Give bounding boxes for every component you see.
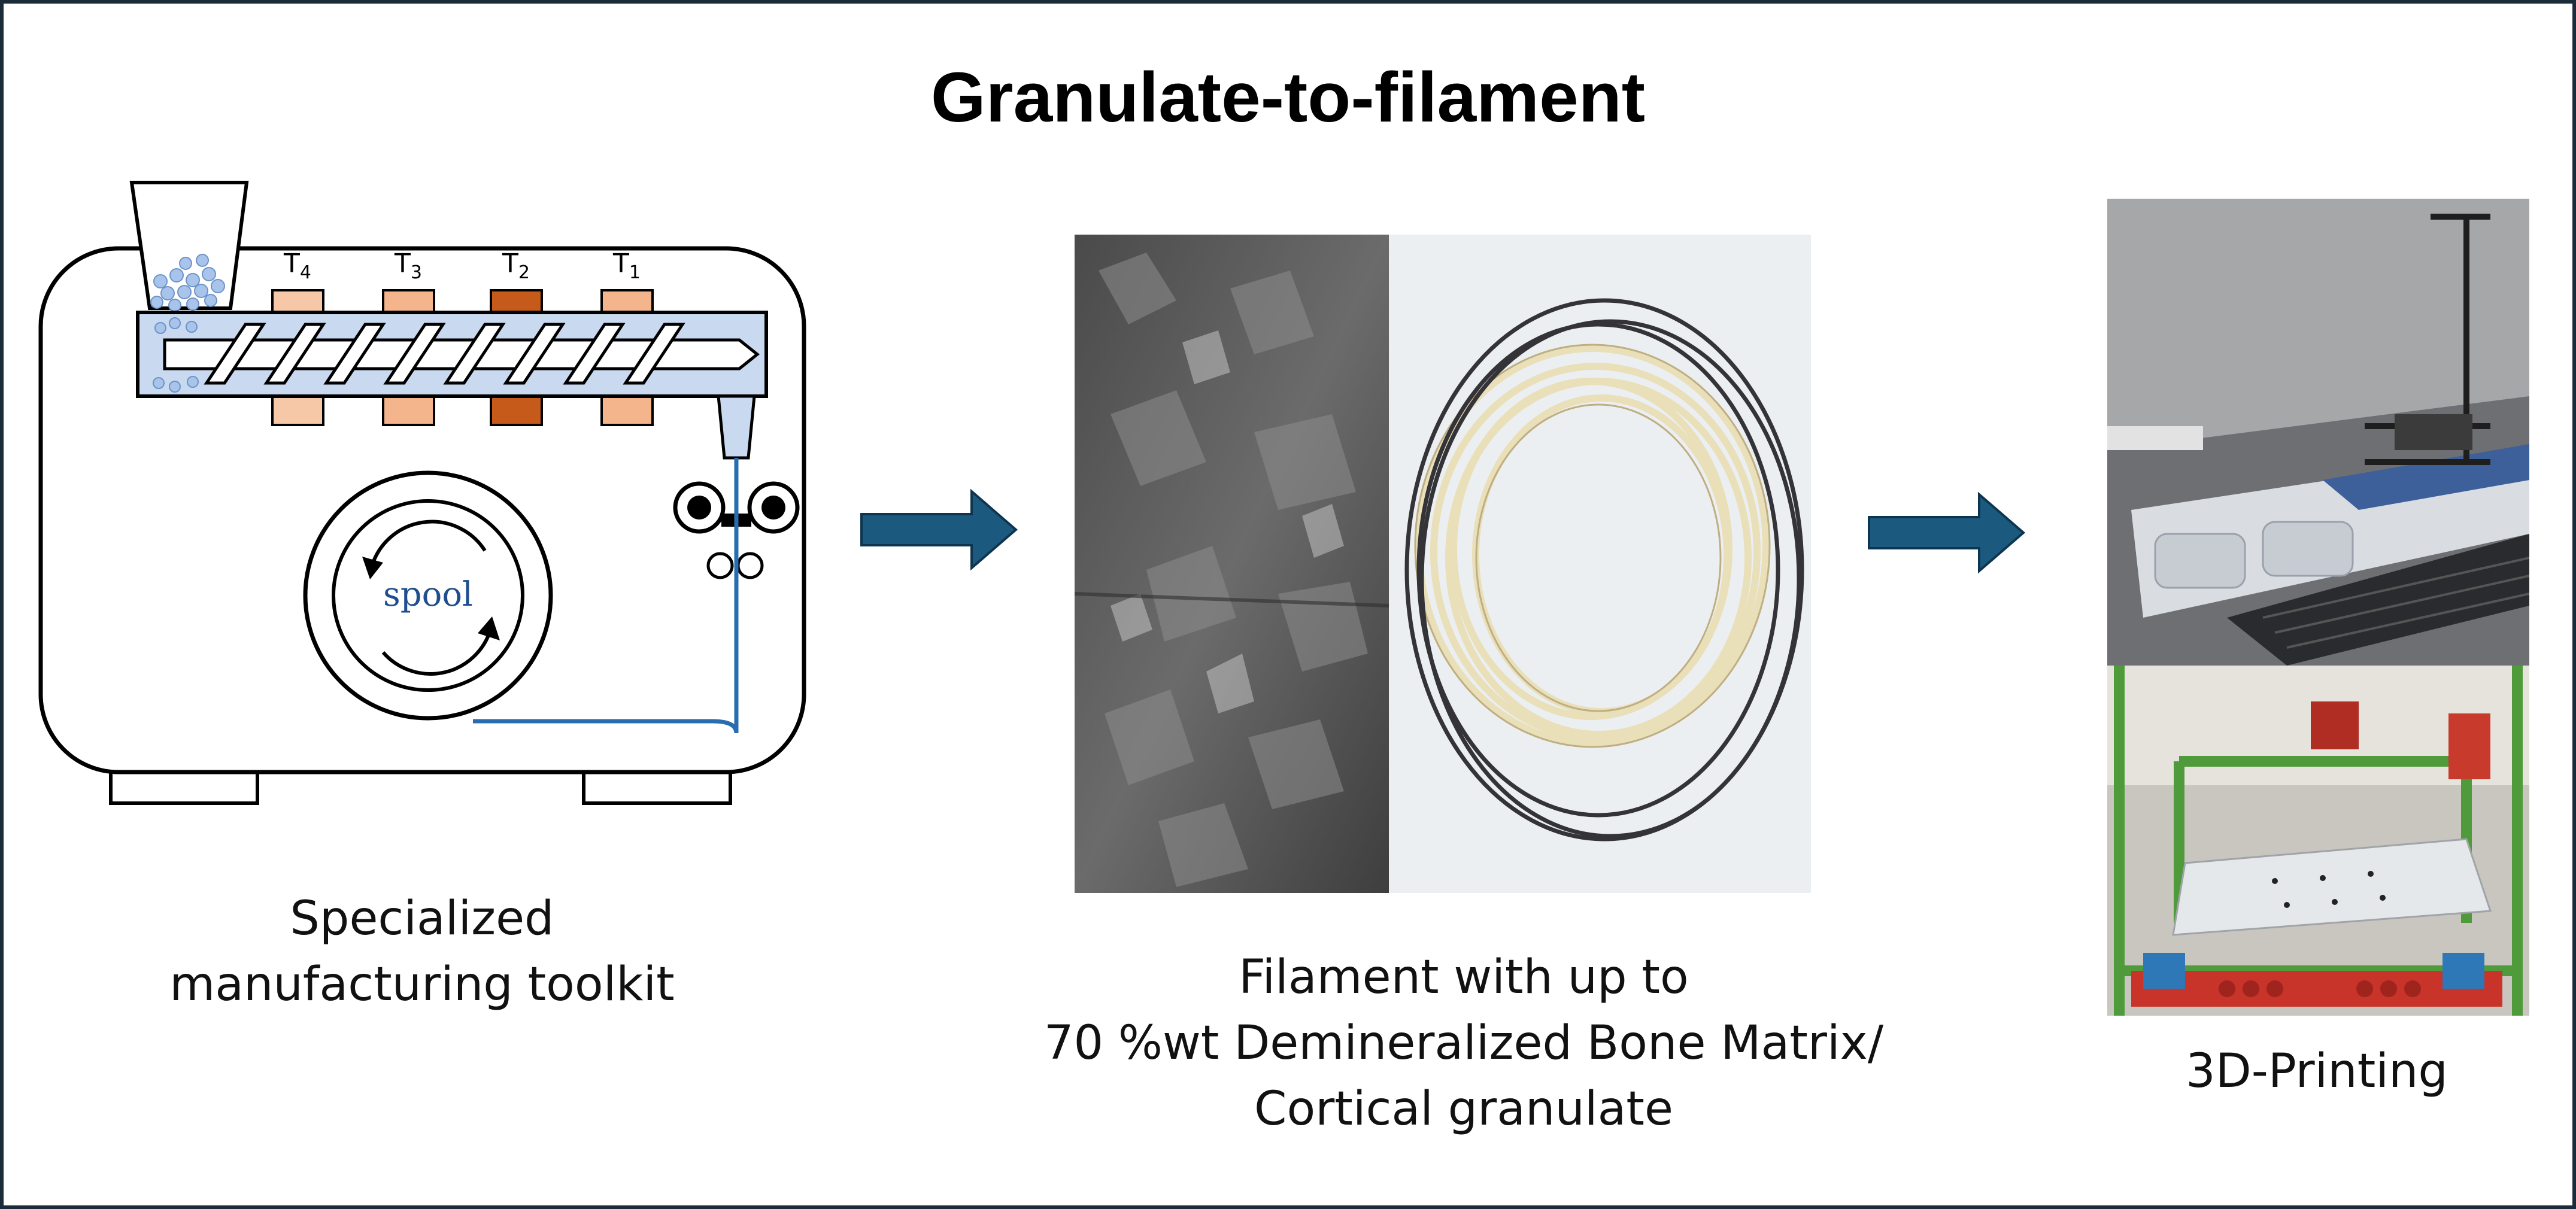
printer-closeup-photo [2107, 666, 2529, 1016]
caption-line: manufacturing toolkit [169, 958, 675, 1011]
heater-label-t3: T3 [394, 248, 422, 283]
extruder-diagram: T4 T3 T2 T1 spool [38, 181, 806, 805]
extruder-foot-left [109, 770, 259, 805]
caption-filament: Filament with up to 70 %wt Demineralized… [982, 944, 1946, 1142]
granules-in-barrel [153, 317, 199, 393]
granules-in-hopper [150, 254, 225, 312]
spool-label: spool [383, 575, 473, 614]
sem-micrograph-image [1075, 235, 1389, 893]
caption-manufacturing-toolkit: Specialized manufacturing toolkit [108, 886, 736, 1017]
guide-roller-left [706, 552, 734, 579]
arrow-to-filament [860, 488, 1018, 571]
arrow-to-printing [1868, 491, 2026, 574]
spool-rotation-arrow-top [369, 520, 487, 569]
caption-line: Specialized [290, 892, 554, 946]
printer-in-hood-photo [2107, 199, 2529, 666]
figure-title: Granulate-to-filament [930, 58, 1646, 137]
filament-coils-dark [1404, 298, 1804, 842]
filament-coil-photo [1389, 235, 1811, 893]
caption-line: Cortical granulate [1254, 1082, 1673, 1136]
screw-flights [204, 323, 685, 385]
heater-label-t1: T1 [612, 248, 641, 283]
caption-3d-printing: 3D-Printing [2107, 1038, 2526, 1104]
filament-path [473, 458, 739, 734]
spool-rotation-arrow-bottom [381, 628, 493, 676]
extruder-foot-right [582, 770, 732, 805]
caption-line: 70 %wt Demineralized Bone Matrix/ [1043, 1016, 1884, 1070]
die-nozzle [717, 394, 756, 460]
guide-roller-right [736, 552, 764, 579]
caption-line: Filament with up to [1239, 950, 1689, 1004]
caption-line: 3D-Printing [2186, 1044, 2448, 1098]
